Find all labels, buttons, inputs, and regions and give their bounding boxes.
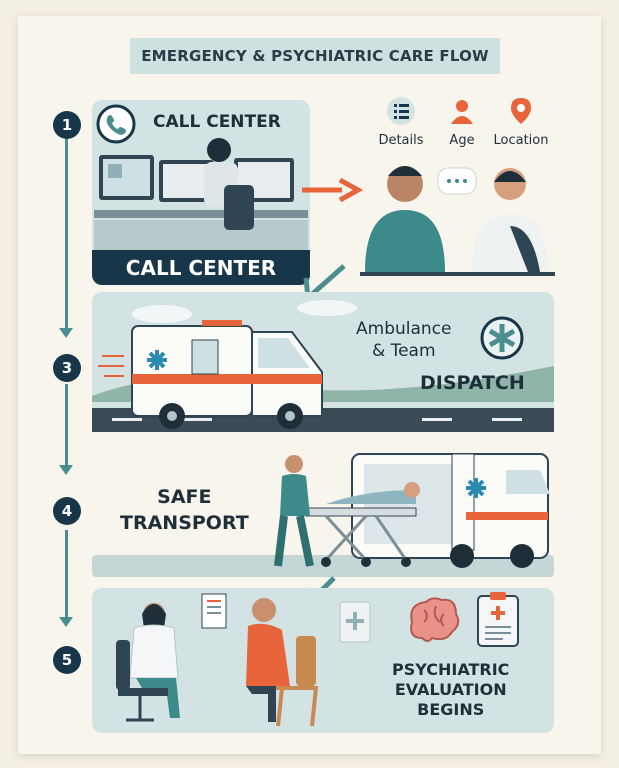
timeline-arrow-1	[59, 328, 73, 338]
timeline-line-2	[65, 384, 68, 466]
safe-line: SAFE	[157, 486, 212, 508]
evaluation-illustration	[116, 593, 371, 727]
age-label: Age	[449, 133, 475, 148]
call-center-title: CALL CENTER	[153, 112, 281, 132]
title-banner: EMERGENCY & PSYCHIATRIC CARE FLOW	[130, 38, 500, 74]
phone-icon	[96, 104, 136, 144]
timeline-line-3	[65, 530, 68, 618]
person-icon	[451, 100, 473, 124]
step-number-3: 3	[53, 354, 81, 382]
clipboard-medical-icon	[477, 592, 519, 647]
timeline-line-1	[65, 134, 68, 329]
brain-icon	[410, 597, 460, 642]
timeline-arrow-3	[59, 617, 73, 627]
ambulance-road-illustration	[92, 300, 554, 432]
evaluation-line: EVALUATION	[394, 680, 507, 699]
step-number-5: 5	[53, 646, 81, 674]
step-number-1: 1	[53, 111, 81, 139]
psychiatric-line: PSYCHIATRIC	[392, 660, 510, 679]
step-number-4: 4	[53, 497, 81, 525]
psychiatric-evaluation-text: PSYCHIATRIC EVALUATION BEGINS	[392, 660, 509, 720]
ambulance-line: Ambulance	[356, 319, 452, 339]
call-center-banner: CALL CENTER	[92, 250, 310, 285]
star-of-life-icon	[480, 316, 524, 360]
list-icon	[387, 97, 415, 125]
details-label: Details	[378, 133, 424, 148]
arrow-right-icon	[302, 177, 364, 203]
location-pin-icon	[511, 98, 531, 124]
stretcher-ambulance-illustration	[274, 453, 550, 568]
ambulance-team-text: Ambulance & Team	[356, 318, 451, 362]
timeline-arrow-2	[59, 465, 73, 475]
location-label: Location	[493, 133, 549, 148]
dispatch-title: DISPATCH	[420, 372, 525, 394]
transport-line: TRANSPORT	[120, 512, 249, 534]
page-title: EMERGENCY & PSYCHIATRIC CARE FLOW	[141, 47, 489, 65]
team-line: & Team	[371, 341, 436, 361]
conversation-illustration	[360, 166, 555, 276]
begins-line: BEGINS	[417, 700, 485, 719]
call-center-illustration	[94, 138, 308, 250]
safe-transport-text: SAFE TRANSPORT	[120, 484, 249, 536]
